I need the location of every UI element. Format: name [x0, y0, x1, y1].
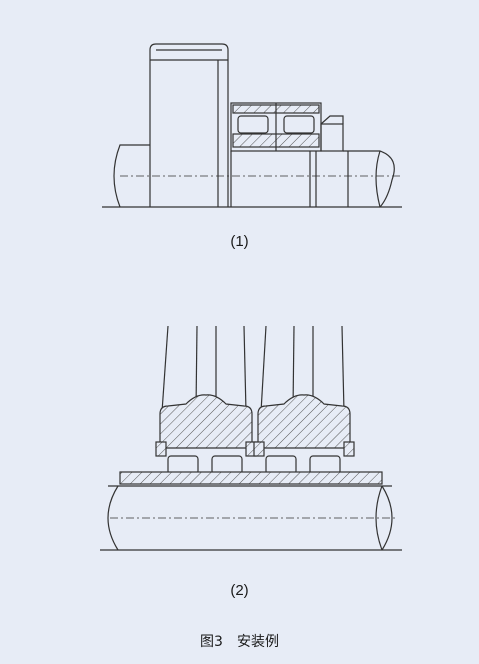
roller-d — [309, 455, 341, 475]
shaft-left-2 — [107, 485, 119, 551]
housing-left — [159, 394, 253, 449]
lock-nut — [320, 115, 344, 125]
spacer-ring — [320, 123, 344, 152]
diagram-2-label: (2) — [230, 582, 249, 599]
figure-title: 安装例 — [236, 634, 279, 650]
housing-legs — [161, 325, 345, 413]
roller-a — [167, 455, 199, 475]
shaft-right-break-2 — [375, 485, 383, 551]
housing-right — [257, 394, 351, 449]
roller-1 — [237, 115, 269, 134]
seal-3 — [253, 441, 265, 457]
diagram-1-label: (1) — [230, 233, 249, 250]
shaft-right-2 — [381, 485, 393, 551]
shaft-left-1 — [113, 144, 150, 208]
shaft-right-1 — [379, 150, 395, 208]
seal-1 — [155, 441, 167, 457]
shaft-right-break-1 — [375, 150, 381, 208]
roller-c — [265, 455, 297, 475]
inner-sleeve — [119, 471, 383, 485]
roller-b — [211, 455, 243, 475]
figure-number: 图3 — [200, 634, 223, 650]
figure-caption: 图3 安装例 — [0, 631, 479, 651]
seal-4 — [343, 441, 355, 457]
roller-2 — [283, 115, 315, 134]
diagram-1 — [102, 43, 402, 208]
diagram-2 — [100, 325, 402, 551]
housing-block — [149, 43, 229, 207]
